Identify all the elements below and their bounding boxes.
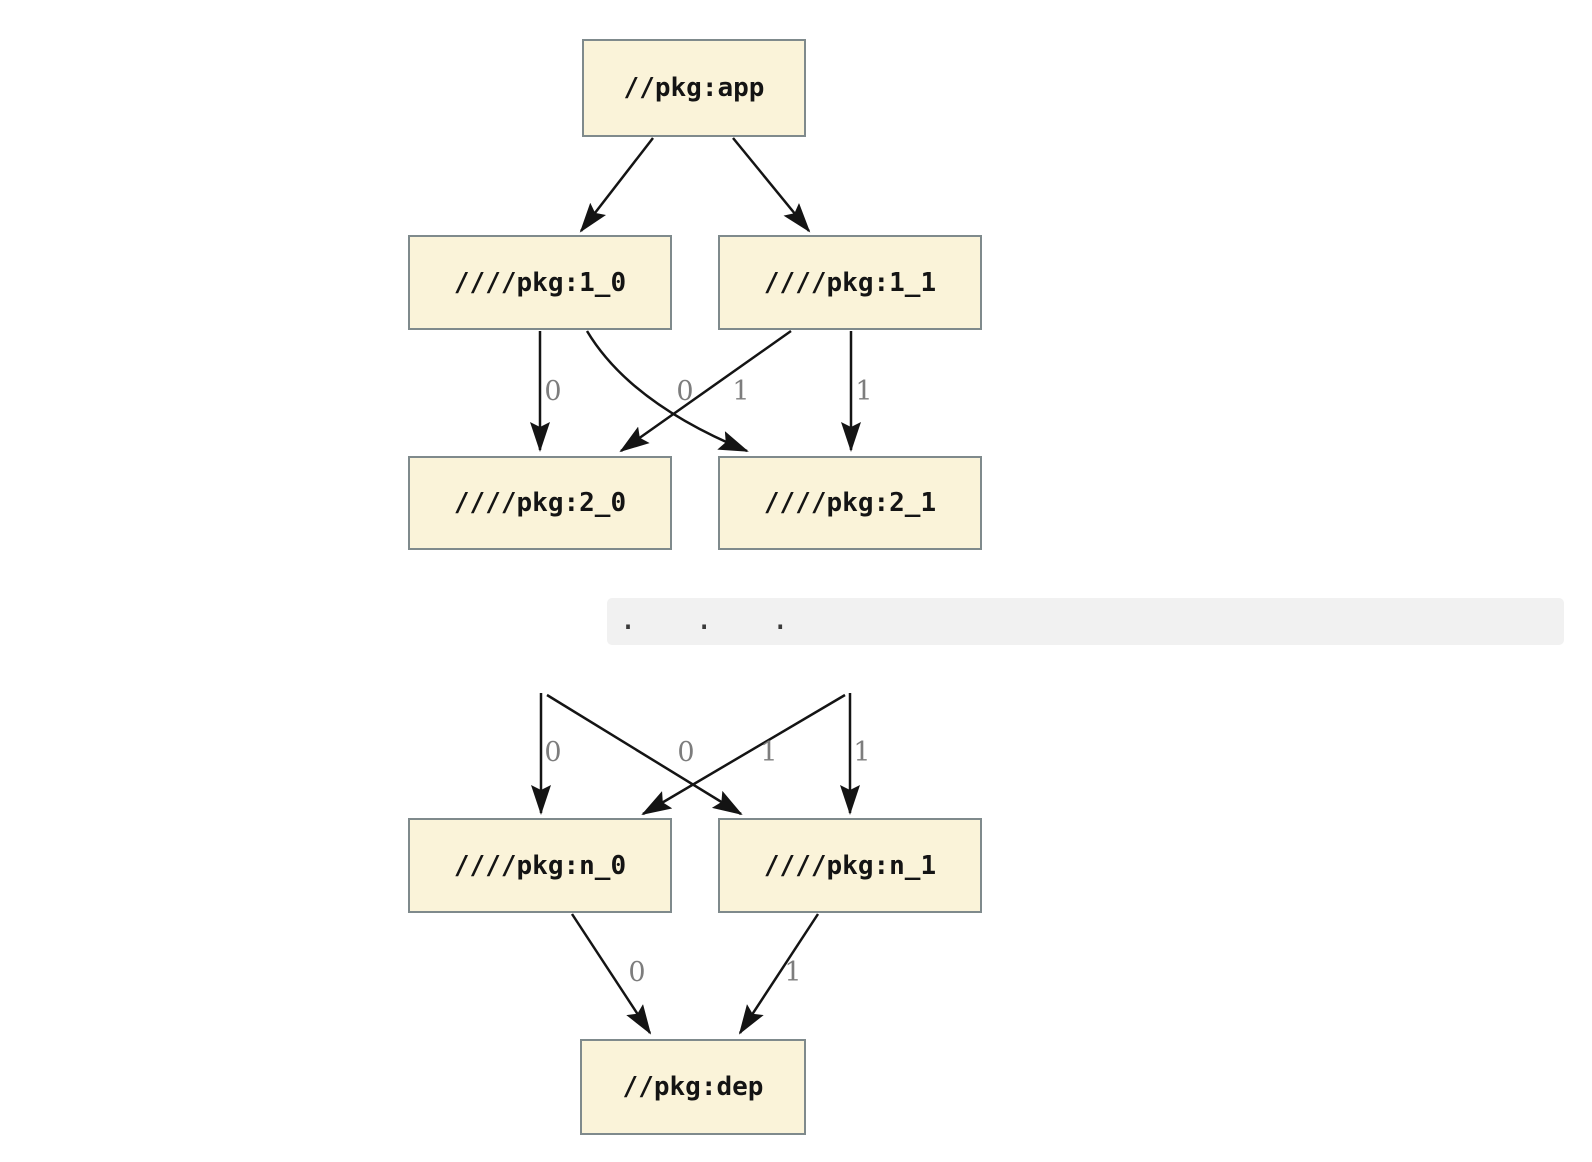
- edge-label-1_0-to-2_0: 0: [544, 376, 561, 407]
- graph-edge-n_0-to-dep: [570, 913, 652, 1035]
- graph-node-label: ////pkg:1_0: [453, 267, 627, 298]
- ellipsis-band: . . .: [607, 598, 1564, 645]
- graph-node-label: ////pkg:2_0: [453, 488, 627, 518]
- graph-edge-1_0-to-2_1: [585, 330, 749, 453]
- graph-edge-ellipsis-to-n_1: [546, 693, 743, 816]
- graph-node-label: ////pkg:1_1: [763, 267, 937, 298]
- graph-node-n-0: ////pkg:n_0: [408, 818, 672, 913]
- graph-edge-ellipsis-to-n_0: [641, 693, 846, 816]
- graph-edge-app-to-1_1: [732, 137, 811, 233]
- graph-node-dep: //pkg:dep: [580, 1039, 806, 1135]
- graph-edge-n_1-to-dep: [738, 913, 820, 1035]
- edge-label-ellipsis-to-n_1: 1: [760, 737, 777, 768]
- edge-label-1_1-to-2_0: 0: [676, 376, 693, 407]
- graph-node-1-1: ////pkg:1_1: [718, 235, 982, 330]
- graph-edge-1_1-to-2_0: [619, 329, 792, 453]
- graph-node-label: ////pkg:2_1: [763, 488, 937, 518]
- graph-node-app: //pkg:app: [582, 39, 806, 137]
- edge-label-1_1-to-2_1: 1: [855, 376, 872, 407]
- graph-node-label: ////pkg:n_1: [763, 850, 937, 881]
- graph-node-label: ////pkg:n_0: [453, 850, 627, 881]
- graph-node-label: //pkg:app: [623, 73, 765, 103]
- graph-node-2-1: ////pkg:2_1: [718, 456, 982, 550]
- edge-label-ellipsis-to-n_1: 1: [853, 737, 870, 768]
- graph-node-n-1: ////pkg:n_1: [718, 818, 982, 913]
- graph-node-1-0: ////pkg:1_0: [408, 235, 672, 330]
- edge-label-ellipsis-to-n_0: 0: [677, 737, 694, 768]
- edge-label-n_1-to-dep: 1: [784, 957, 801, 988]
- graph-edge-app-to-1_0: [579, 137, 654, 233]
- graph-node-label: //pkg:dep: [622, 1072, 764, 1102]
- edge-label-1_0-to-2_1: 1: [732, 376, 749, 407]
- graph-node-2-0: ////pkg:2_0: [408, 456, 672, 550]
- edge-label-ellipsis-to-n_0: 0: [544, 737, 561, 768]
- ellipsis-text: . . .: [619, 602, 810, 637]
- edge-label-n_0-to-dep: 0: [628, 957, 645, 988]
